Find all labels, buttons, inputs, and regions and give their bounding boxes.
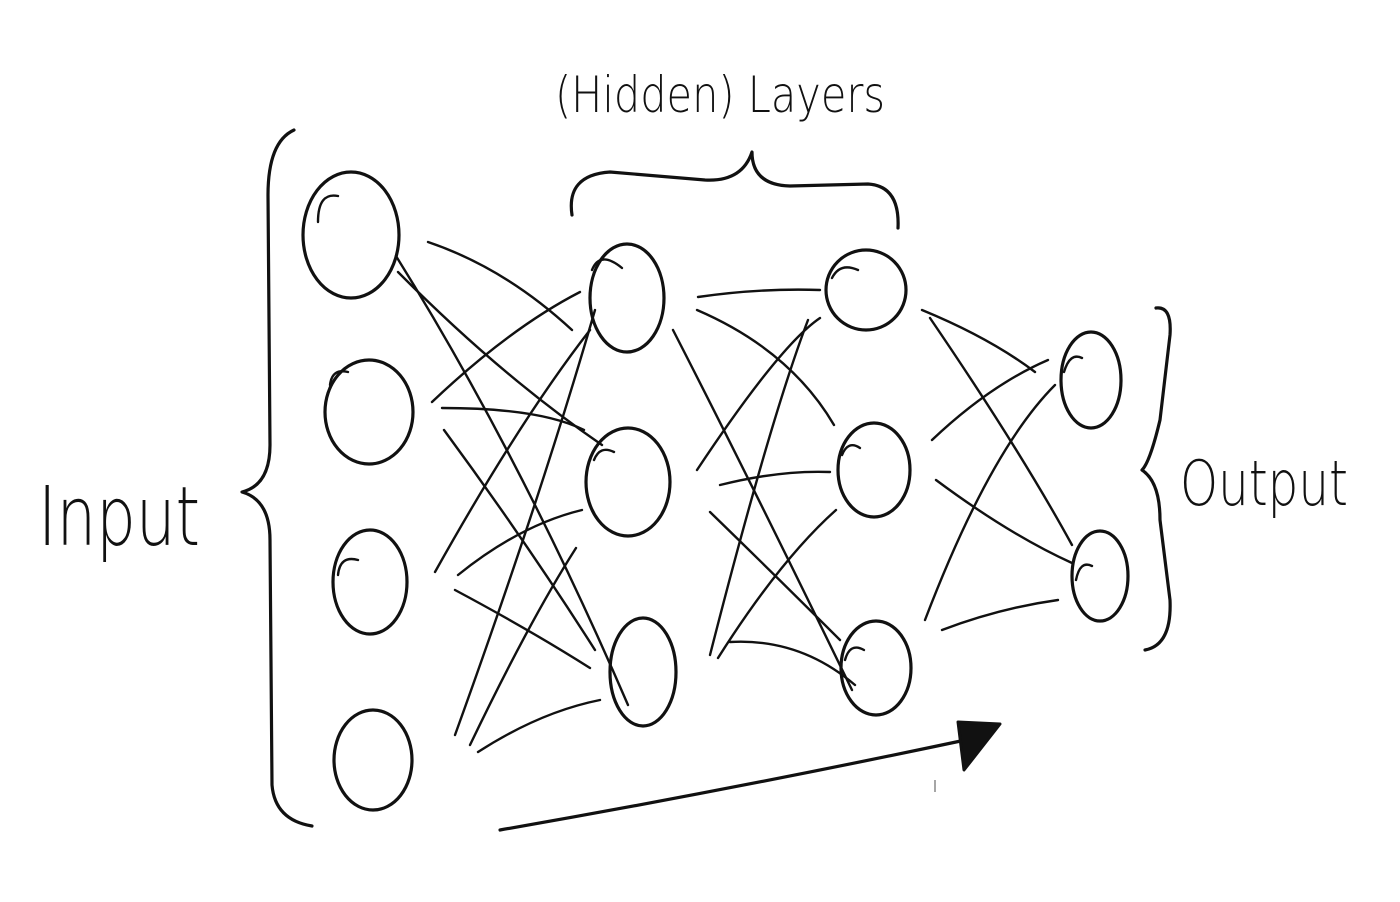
direction-arrow-shaft bbox=[498, 736, 977, 832]
hidden-layer-2 bbox=[824, 248, 913, 717]
input-node bbox=[301, 170, 401, 300]
output-label: Output bbox=[1180, 447, 1348, 520]
hidden-node bbox=[839, 619, 913, 717]
input-node bbox=[331, 528, 409, 636]
input-node bbox=[323, 358, 415, 466]
hidden-node bbox=[836, 421, 912, 519]
input-node bbox=[332, 708, 414, 812]
input-label: Input bbox=[38, 470, 200, 565]
output-node bbox=[1059, 330, 1123, 430]
direction-arrow-icon bbox=[956, 720, 1002, 772]
hidden-node bbox=[824, 248, 908, 332]
hidden-node bbox=[588, 242, 666, 354]
output-brace bbox=[1140, 306, 1172, 652]
connections bbox=[394, 240, 1074, 754]
hidden-layers-brace bbox=[569, 150, 900, 230]
input-brace bbox=[240, 128, 314, 828]
input-layer bbox=[301, 170, 415, 812]
hidden-node bbox=[608, 616, 678, 728]
hidden-layer-1 bbox=[584, 242, 678, 728]
hidden-layers-label: (Hidden) Layers bbox=[555, 66, 885, 124]
hidden-node bbox=[584, 426, 672, 538]
output-node bbox=[1070, 529, 1130, 623]
output-layer bbox=[1059, 330, 1130, 623]
